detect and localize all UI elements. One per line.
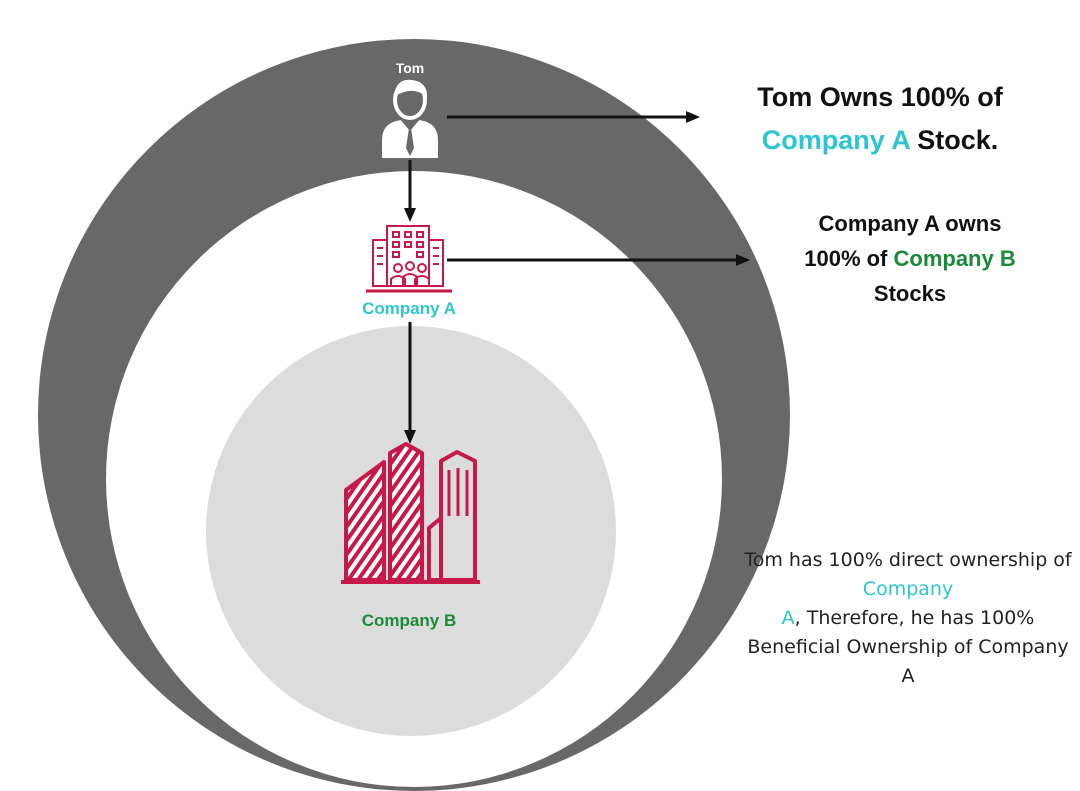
arrow-company-a-to-company-b: [404, 322, 416, 444]
annotation-tom-owns-rest: Stock.: [909, 125, 999, 155]
annotation-company-a-owns-prefix: 100% of: [804, 246, 894, 271]
beneficial-ownership-note: Tom has 100% direct ownership of Company…: [738, 546, 1078, 691]
company-b-label: Company B: [362, 611, 456, 630]
tom-label: Tom: [396, 60, 425, 76]
annotation-company-b-highlight: Company B: [893, 246, 1016, 271]
annotation-tom-owns: Tom Owns 100% of Company A Stock.: [700, 76, 1060, 162]
arrow-tom-to-company-a: [404, 160, 416, 222]
skyscrapers-icon: [341, 442, 480, 584]
annotation-company-a-highlight: Company A: [761, 125, 910, 155]
person-icon: [382, 79, 438, 158]
annotation-tom-owns-line1: Tom Owns 100% of: [757, 82, 1003, 112]
arrow-company-a-to-annotation: [447, 254, 750, 266]
annotation-company-a-owns: Company A owns 100% of Company B Stocks: [740, 206, 1080, 311]
note-highlight-company: Company: [862, 578, 954, 600]
annotation-company-a-owns-line3: Stocks: [873, 281, 947, 306]
note-part1: Tom has 100% direct ownership of: [744, 549, 1072, 571]
arrow-tom-to-annotation: [447, 111, 700, 123]
company-a-label: Company A: [362, 299, 456, 318]
office-building-icon: [366, 225, 452, 293]
annotation-company-a-owns-line1: Company A owns: [818, 211, 1002, 236]
note-highlight-a: A: [781, 607, 795, 629]
note-part2: , Therefore, he has 100% Beneficial Owne…: [747, 607, 1069, 687]
